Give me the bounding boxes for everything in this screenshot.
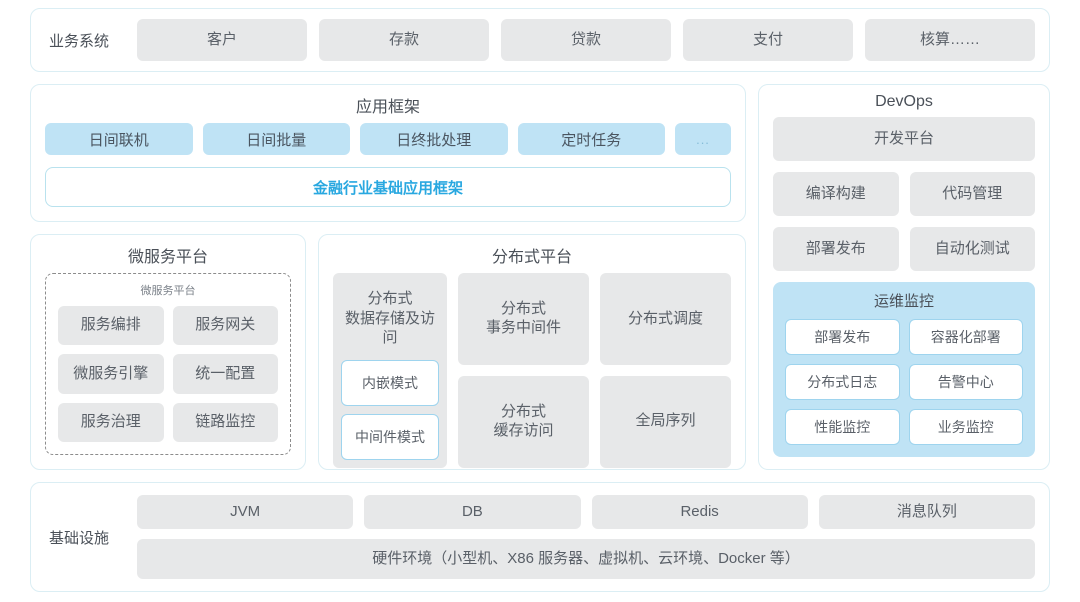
infra-chip-db[interactable]: DB [364, 495, 581, 529]
devops-pair-deploy: 部署发布 自动化测试 [773, 227, 1035, 271]
micro-chip-service-orchestration[interactable]: 服务编排 [58, 306, 164, 346]
infrastructure-label: 基础设施 [49, 529, 110, 547]
distributed-grid: 分布式 数据存储及访问 内嵌模式 中间件模式 分布式 事务中间件 分布式调度 分… [333, 273, 731, 468]
dist-chip-global-sequence[interactable]: 全局序列 [599, 375, 731, 468]
infra-chip-hardware-environment[interactable]: 硬件环境（小型机、X86 服务器、虚拟机、云环境、Docker 等） [137, 539, 1035, 579]
ops-chip-deploy-release[interactable]: 部署发布 [785, 319, 900, 355]
devops-chip-dev-platform[interactable]: 开发平台 [773, 117, 1035, 161]
distributed-platform-panel: 分布式平台 分布式 数据存储及访问 内嵌模式 中间件模式 分布式 事务中间件 分… [318, 234, 746, 470]
application-framework-panel: 应用框架 日间联机 日间批量 日终批处理 定时任务 ... 金融行业基础应用框架 [30, 84, 746, 222]
infrastructure-content: JVM DB Redis 消息队列 硬件环境（小型机、X86 服务器、虚拟机、云… [137, 495, 1035, 579]
infrastructure-chips: JVM DB Redis 消息队列 [137, 495, 1035, 529]
finance-base-framework-bar[interactable]: 金融行业基础应用框架 [45, 167, 731, 207]
platforms-row: 微服务平台 微服务平台 服务编排 服务网关 微服务引擎 统一配置 服务治理 链路… [30, 234, 746, 470]
ops-monitoring-panel: 运维监控 部署发布 容器化部署 分布式日志 告警中心 性能监控 业务监控 [773, 282, 1035, 457]
dist-card-data-storage-access[interactable]: 分布式 数据存储及访问 内嵌模式 中间件模式 [333, 273, 447, 468]
dist-chip-scheduling[interactable]: 分布式调度 [599, 273, 731, 365]
infra-chip-jvm[interactable]: JVM [137, 495, 354, 529]
middle-area: 应用框架 日间联机 日间批量 日终批处理 定时任务 ... 金融行业基础应用框架… [30, 84, 1050, 470]
devops-chip-compile-build[interactable]: 编译构建 [773, 172, 899, 216]
micro-chip-unified-config[interactable]: 统一配置 [172, 354, 278, 394]
business-chip-accounting[interactable]: 核算…… [865, 19, 1035, 61]
dist-mode-embedded[interactable]: 内嵌模式 [341, 359, 439, 406]
microservice-grid: 服务编排 服务网关 微服务引擎 统一配置 服务治理 链路监控 [58, 306, 278, 442]
business-systems-chips: 客户 存款 贷款 支付 核算…… [137, 19, 1035, 61]
middle-left-column: 应用框架 日间联机 日间批量 日终批处理 定时任务 ... 金融行业基础应用框架… [30, 84, 746, 470]
ops-chip-alert-center[interactable]: 告警中心 [908, 364, 1023, 400]
appframe-chip-scheduled-task[interactable]: 定时任务 [517, 123, 665, 155]
ops-chip-containerized-deploy[interactable]: 容器化部署 [908, 319, 1023, 355]
micro-chip-microservice-engine[interactable]: 微服务引擎 [58, 354, 164, 394]
devops-stack: 开发平台 编译构建 代码管理 部署发布 自动化测试 运维监控 部署发布 容器化部… [773, 117, 1035, 457]
micro-chip-service-gateway[interactable]: 服务网关 [172, 306, 278, 346]
application-framework-chips: 日间联机 日间批量 日终批处理 定时任务 ... [45, 123, 731, 155]
devops-panel: DevOps 开发平台 编译构建 代码管理 部署发布 自动化测试 运维监控 部署… [758, 84, 1050, 470]
infra-chip-message-queue[interactable]: 消息队列 [818, 495, 1035, 529]
business-systems-label: 业务系统 [49, 32, 110, 50]
infra-chip-redis[interactable]: Redis [591, 495, 808, 529]
business-chip-customer[interactable]: 客户 [137, 19, 307, 61]
dist-chip-cache-access[interactable]: 分布式 缓存访问 [457, 375, 589, 468]
appframe-chip-eod-batch[interactable]: 日终批处理 [360, 123, 508, 155]
business-chip-deposit[interactable]: 存款 [319, 19, 489, 61]
ops-chip-performance-monitoring[interactable]: 性能监控 [785, 409, 900, 445]
micro-chip-trace-monitoring[interactable]: 链路监控 [172, 402, 278, 442]
appframe-chip-more[interactable]: ... [675, 123, 731, 155]
dist-chip-transaction-middleware[interactable]: 分布式 事务中间件 [457, 273, 589, 365]
devops-chip-code-management[interactable]: 代码管理 [909, 172, 1035, 216]
appframe-chip-daytime-online[interactable]: 日间联机 [45, 123, 193, 155]
ops-monitoring-grid: 部署发布 容器化部署 分布式日志 告警中心 性能监控 业务监控 [785, 319, 1023, 445]
micro-chip-service-governance[interactable]: 服务治理 [58, 402, 164, 442]
microservice-platform-panel: 微服务平台 微服务平台 服务编排 服务网关 微服务引擎 统一配置 服务治理 链路… [30, 234, 306, 470]
devops-chip-deploy-release[interactable]: 部署发布 [773, 227, 899, 271]
dist-card-data-storage-title: 分布式 数据存储及访问 [344, 290, 435, 346]
business-chip-payment[interactable]: 支付 [683, 19, 853, 61]
ops-chip-business-monitoring[interactable]: 业务监控 [908, 409, 1023, 445]
infrastructure-row: 基础设施 JVM DB Redis 消息队列 硬件环境（小型机、X86 服务器、… [30, 482, 1050, 592]
microservice-inner-title: 微服务平台 [140, 285, 196, 297]
application-framework-title: 应用框架 [355, 99, 420, 116]
hardware-environment-row: 硬件环境（小型机、X86 服务器、虚拟机、云环境、Docker 等） [137, 539, 1035, 579]
devops-title: DevOps [875, 93, 933, 110]
devops-pair-build: 编译构建 代码管理 [773, 172, 1035, 216]
ops-monitoring-title: 运维监控 [873, 293, 934, 310]
microservice-platform-title: 微服务平台 [127, 249, 208, 266]
distributed-platform-title: 分布式平台 [491, 249, 572, 266]
microservice-dashed-box: 微服务平台 服务编排 服务网关 微服务引擎 统一配置 服务治理 链路监控 [45, 273, 291, 455]
devops-chip-automated-test[interactable]: 自动化测试 [909, 227, 1035, 271]
ops-chip-distributed-log[interactable]: 分布式日志 [785, 364, 900, 400]
business-systems-row: 业务系统 客户 存款 贷款 支付 核算…… [30, 8, 1050, 72]
business-chip-loan[interactable]: 贷款 [501, 19, 671, 61]
appframe-chip-daytime-batch[interactable]: 日间批量 [202, 123, 350, 155]
dist-mode-middleware[interactable]: 中间件模式 [341, 413, 439, 460]
